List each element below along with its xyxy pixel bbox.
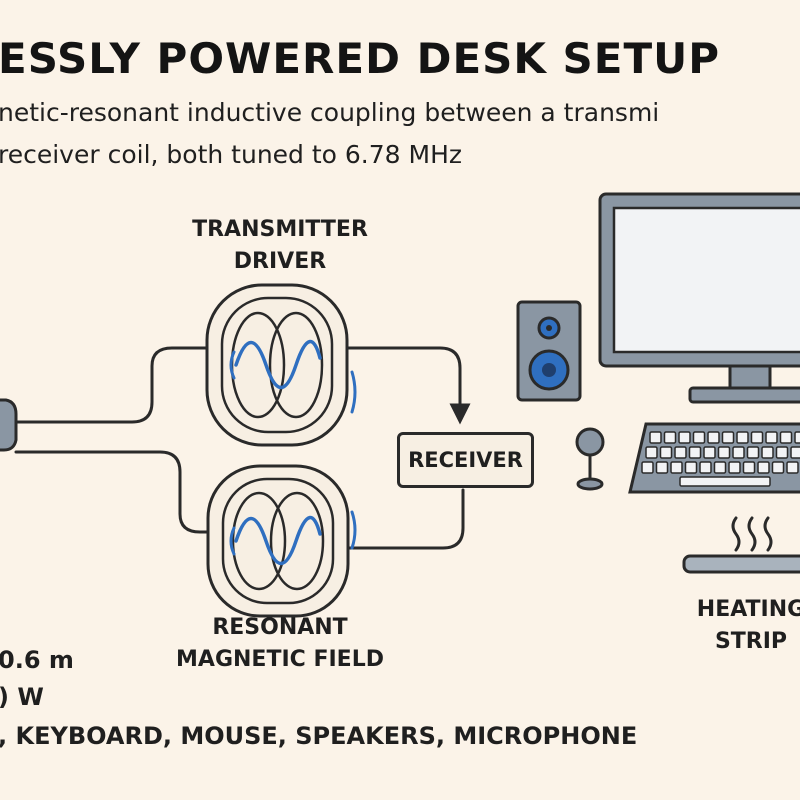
keyboard-key <box>692 431 706 444</box>
spec-distance: 0.6 m <box>0 646 74 674</box>
keyboard-key <box>641 461 654 474</box>
subtitle-line-2: receiver coil, both tuned to 6.78 MHz <box>0 140 463 169</box>
keyboard-key <box>655 461 669 474</box>
keyboard-key <box>707 431 720 444</box>
keyboard-key <box>674 446 687 459</box>
subtitle-line-1: netic-resonant inductive coupling betwee… <box>0 98 660 127</box>
keyboard-key <box>645 446 658 459</box>
keyboard-key <box>765 431 778 444</box>
keyboard-key <box>688 446 702 459</box>
keyboard-key <box>786 461 799 474</box>
receiver-box: RECEIVER <box>397 432 534 488</box>
keyboard-key <box>663 431 677 444</box>
wire-source-to-resonator <box>14 450 212 534</box>
keyboard-key <box>746 446 760 459</box>
keyboard-key <box>761 446 774 459</box>
spec-devices: , KEYBOARD, MOUSE, SPEAKERS, MICROPHONE <box>0 722 638 750</box>
transmitter-label-line-2: DRIVER <box>233 249 327 274</box>
heat-waves-icon <box>731 516 773 552</box>
keyboard-key <box>728 461 741 474</box>
connection-wires <box>14 346 471 550</box>
keyboard-key <box>703 446 716 459</box>
keyboard-key <box>649 431 662 444</box>
keyboard-key <box>713 461 727 474</box>
transmitter-coil-icon <box>205 283 357 447</box>
resonant-magnetic-field-label: RESONANT MAGNETIC FIELD <box>150 612 410 676</box>
keyboard-key <box>790 446 800 459</box>
page-title: ESSLY POWERED DESK SETUP <box>0 34 721 83</box>
heating-strip-label: HEATING STRIP <box>676 594 800 658</box>
keyboard-key <box>659 446 673 459</box>
power-source-icon <box>0 398 18 452</box>
keyboard-keys <box>641 431 800 487</box>
wire-transmitter-to-receiver <box>344 346 471 425</box>
keyboard-key <box>670 461 683 474</box>
heating-label-line-2: STRIP <box>714 629 788 654</box>
keyboard-key <box>771 461 785 474</box>
monitor-icon <box>598 192 800 404</box>
keyboard-key <box>742 461 756 474</box>
resonant-label-line-1: RESONANT <box>212 615 348 640</box>
receiver-coil-icon <box>206 464 357 618</box>
microphone-icon <box>575 427 605 491</box>
receiver-label: RECEIVER <box>408 448 523 472</box>
spec-power: ) W <box>0 683 44 711</box>
keyboard-spacebar <box>679 476 771 487</box>
wire-receiver-to-resonator <box>344 488 465 550</box>
transmitter-driver-label: TRANSMITTER DRIVER <box>160 214 400 278</box>
keyboard-key <box>678 431 691 444</box>
keyboard-key <box>750 431 764 444</box>
transmitter-label-line-1: TRANSMITTER <box>192 217 368 242</box>
speaker-icon <box>516 300 582 402</box>
keyboard-key <box>721 431 735 444</box>
keyboard-key <box>794 431 800 444</box>
keyboard-key <box>717 446 731 459</box>
keyboard-key <box>757 461 770 474</box>
keyboard-icon <box>628 422 800 494</box>
keyboard-key <box>732 446 745 459</box>
heating-strip-icon <box>682 554 800 574</box>
wire-source-to-transmitter <box>14 346 210 424</box>
keyboard-key <box>699 461 712 474</box>
heating-label-line-1: HEATING <box>696 597 800 622</box>
keyboard-key <box>736 431 749 444</box>
keyboard-key <box>779 431 793 444</box>
resonant-label-line-2: MAGNETIC FIELD <box>176 647 384 672</box>
keyboard-key <box>775 446 789 459</box>
keyboard-key <box>684 461 698 474</box>
